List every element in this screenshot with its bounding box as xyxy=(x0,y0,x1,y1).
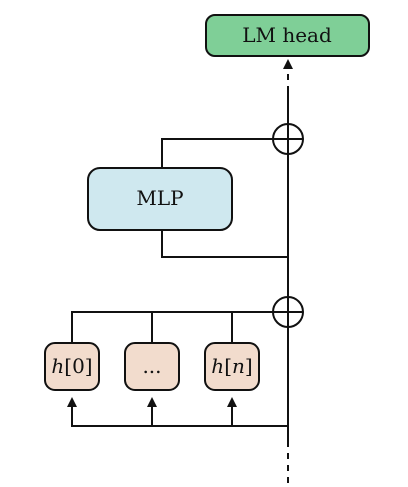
hn-box: h[n] xyxy=(204,342,260,391)
hdots-rect xyxy=(124,342,180,391)
h0-var: h xyxy=(51,354,64,378)
hn-bracket-close: ] xyxy=(245,354,253,378)
h-combine-line xyxy=(71,311,288,343)
h0-box: h[0] xyxy=(44,342,100,391)
mlp-label: MLP xyxy=(136,186,183,210)
lm-head-box: LM head xyxy=(205,14,370,57)
h0-label: h[0] xyxy=(51,354,92,378)
mlp-box: MLP xyxy=(87,167,233,231)
lm-head-rect xyxy=(205,14,370,57)
hn-index: n xyxy=(232,354,245,378)
mlp-output-line xyxy=(161,138,288,168)
hn-var: h xyxy=(211,354,224,378)
lower-add-icon xyxy=(272,296,304,328)
hn-rect xyxy=(204,342,260,391)
lm-head-label: LM head xyxy=(242,23,332,47)
hn-label: h[n] xyxy=(211,354,252,378)
hdots-label: ... xyxy=(142,354,161,378)
mlp-rect xyxy=(87,167,233,231)
hn-bracket-open: [ xyxy=(224,354,232,378)
h0-index: [0] xyxy=(64,354,92,378)
hdots-box: ... xyxy=(124,342,180,391)
h0-rect xyxy=(44,342,100,391)
input-distribution-line xyxy=(67,397,288,427)
mlp-input-line xyxy=(161,230,288,258)
upper-add-icon xyxy=(272,123,304,155)
